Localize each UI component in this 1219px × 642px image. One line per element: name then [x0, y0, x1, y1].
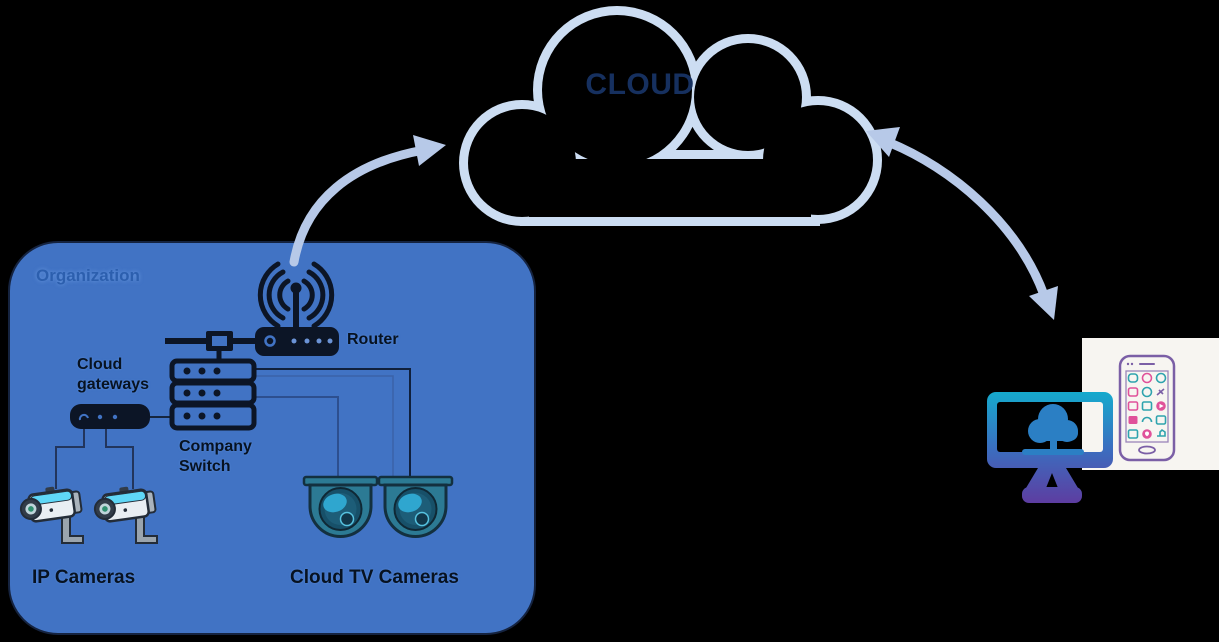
organization-title: Organization: [36, 266, 140, 285]
screen-cloud-icon: [1022, 404, 1084, 455]
rack-switch-icon: [169, 358, 257, 431]
client-arrow: [866, 127, 1058, 320]
ip-camera-icon: [91, 481, 159, 545]
smartphone-apps-icon: [1118, 354, 1176, 462]
ip-cameras-label: IP Cameras: [32, 567, 136, 588]
cloud-monitor-icon: [987, 392, 1113, 503]
phone-app-icons: [1127, 372, 1167, 439]
wifi-router-icon: [165, 261, 339, 363]
cloud-shape: [459, 6, 882, 226]
gateway-appliance-icon: [70, 404, 150, 429]
router-label: Router: [347, 331, 399, 348]
ip-camera-icon: [17, 481, 85, 545]
dome-camera-icon: [377, 475, 454, 538]
cloud-title: CLOUD: [585, 68, 695, 101]
cloud-tv-cameras-label: Cloud TV Cameras: [290, 567, 459, 588]
dome-camera-icon: [302, 475, 379, 538]
cloud-gateways-label: Cloud gateways: [77, 356, 150, 393]
network-cables: [55, 368, 411, 489]
company-switch-label: Company Switch: [179, 438, 252, 475]
uplink-arrow: [289, 135, 446, 267]
